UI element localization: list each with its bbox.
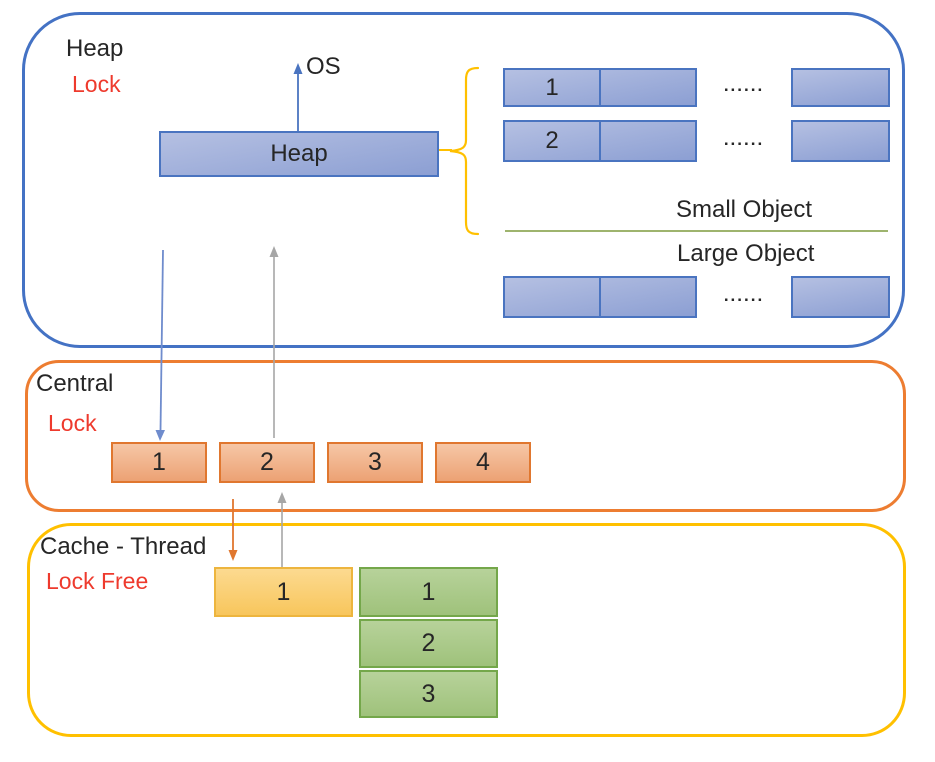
heap-box-label: Heap [270, 140, 328, 167]
central-section-title: Central [36, 370, 114, 397]
cache-box: 1 [214, 567, 353, 617]
span-cell: 1 [505, 70, 601, 105]
cache-lock-free-label: Lock Free [46, 568, 149, 594]
span-row-1-label: 1 [545, 73, 559, 101]
free-list-box-3-label: 3 [421, 679, 436, 708]
span-cell [601, 70, 695, 105]
free-list-box-1: 1 [359, 567, 498, 617]
central-box-2: 2 [219, 442, 315, 483]
heap-section-title: Heap [66, 35, 124, 62]
central-section-outline [25, 360, 906, 512]
span-tail-box-2 [791, 120, 890, 162]
central-box-3-label: 3 [368, 448, 382, 476]
small-object-label: Small Object [676, 196, 813, 223]
span-cell [601, 122, 695, 160]
central-box-3: 3 [327, 442, 423, 483]
large-object-label: Large Object [677, 240, 815, 267]
central-box-1: 1 [111, 442, 207, 483]
span-cell: 2 [505, 122, 601, 160]
large-object-tail-box [791, 276, 890, 318]
ellipsis-row-1: ...... [723, 76, 765, 95]
span-row-2-label: 2 [545, 127, 559, 154]
cache-section-outline [27, 523, 906, 737]
span-cell [505, 278, 601, 316]
cache-box-label: 1 [276, 577, 291, 606]
heap-section-outline [22, 12, 905, 348]
central-box-4: 4 [435, 442, 531, 483]
ellipsis-row-3: ...... [723, 286, 765, 305]
os-label: OS [306, 53, 341, 80]
central-box-2-label: 2 [260, 448, 274, 476]
span-row-2: 2 [503, 120, 697, 162]
heap-box: Heap [159, 131, 439, 177]
large-object-row [503, 276, 697, 318]
span-tail-box-1 [791, 68, 890, 107]
span-cell [601, 278, 695, 316]
ellipsis-row-2: ...... [723, 130, 765, 149]
span-row-1: 1 [503, 68, 697, 107]
heap-lock-label: Lock [72, 71, 121, 97]
central-lock-label: Lock [48, 410, 97, 436]
free-list-box-1-label: 1 [421, 577, 436, 606]
central-box-1-label: 1 [152, 448, 166, 476]
free-list-box-2: 2 [359, 619, 498, 668]
free-list-box-3: 3 [359, 670, 498, 718]
cache-section-title: Cache - Thread [40, 533, 207, 560]
central-box-4-label: 4 [476, 448, 490, 476]
free-list-box-2-label: 2 [421, 629, 436, 657]
